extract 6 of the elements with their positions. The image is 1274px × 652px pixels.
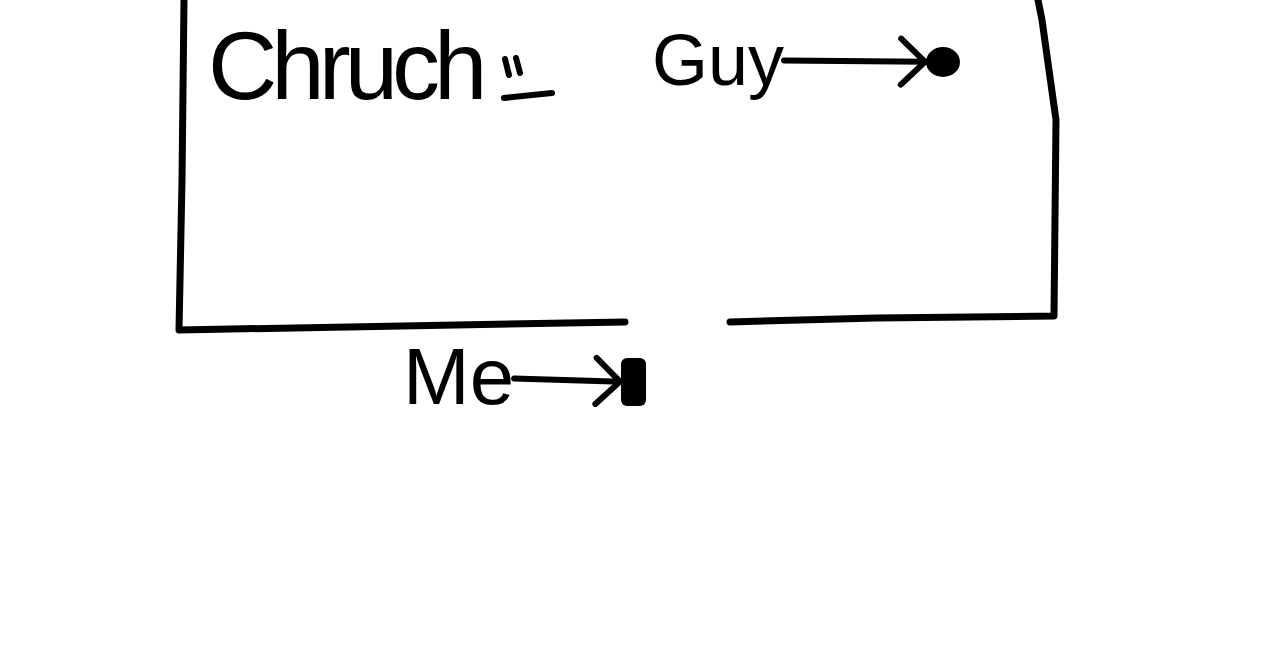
filled-dot xyxy=(926,47,960,77)
enclosure-outline xyxy=(176,0,1060,336)
filled-block xyxy=(621,358,646,406)
text-label: Me xyxy=(403,337,515,417)
box-heading: Chruch xyxy=(208,18,482,114)
arrow xyxy=(781,35,929,88)
